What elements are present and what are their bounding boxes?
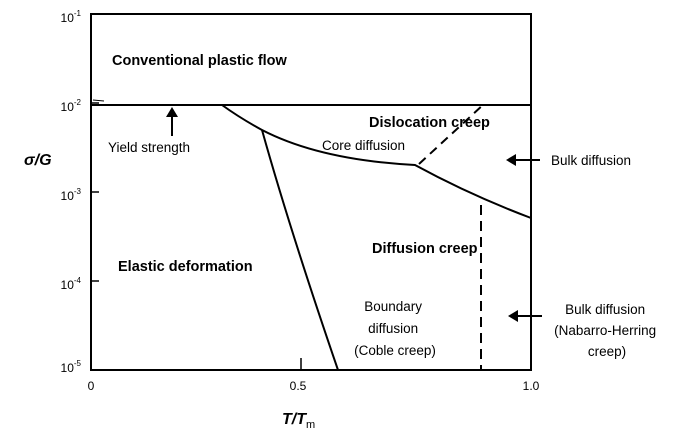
x-tick-labels: 0 0.5 1.0 [88, 379, 540, 393]
y-tick-label: 10-4 [61, 276, 82, 292]
y-tick-label: 10-5 [61, 359, 82, 375]
x-axis-title: T/Tm [282, 411, 315, 431]
region-boundary-diffusion: Boundary diffusion (Coble creep) [354, 299, 436, 358]
annotation-yield-strength: Yield strength [108, 140, 190, 155]
y-tick-label: 10-2 [61, 98, 82, 114]
y-tick-marks [91, 13, 99, 371]
minor-tick [92, 99, 105, 102]
y-tick-labels: 10-1 10-2 10-3 10-4 10-5 [61, 9, 82, 375]
region-elastic-deformation: Elastic deformation [118, 259, 253, 275]
y-axis-title: σ/G [24, 152, 52, 169]
x-tick-marks [300, 358, 532, 370]
dislocation-creep-boundary [221, 104, 532, 219]
y-tick-label: 10-3 [61, 187, 82, 203]
annotation-bulk-diffusion: Bulk diffusion [551, 153, 631, 168]
nabarro-herring-arrow [508, 310, 542, 322]
region-conventional-plastic-flow: Conventional plastic flow [112, 53, 288, 69]
annotation-bulk-diffusion-nabarro-herring: Bulk diffusion (Nabarro-Herring creep) [554, 302, 660, 359]
region-dislocation-creep: Dislocation creep [369, 115, 490, 131]
region-diffusion-creep: Diffusion creep [372, 241, 478, 257]
yield-strength-arrow [166, 107, 178, 136]
region-core-diffusion: Core diffusion [322, 138, 405, 153]
x-tick-label: 1.0 [523, 379, 540, 393]
mechanism-boundaries [91, 103, 532, 371]
x-tick-label: 0 [88, 379, 95, 393]
boundary-diffusion-boundary [261, 129, 339, 371]
y-tick-label: 10-1 [61, 9, 82, 25]
x-tick-label: 0.5 [290, 379, 307, 393]
core-diffusion-boundary [418, 103, 485, 165]
bulk-diffusion-arrow [506, 154, 540, 166]
